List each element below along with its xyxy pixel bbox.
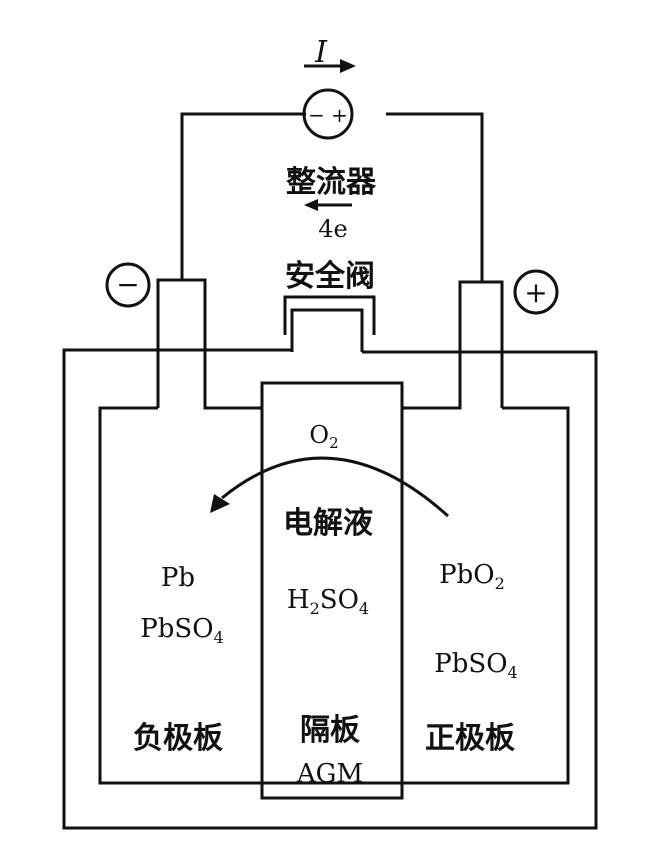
rectifier-label: 整流器: [286, 165, 377, 200]
separator-label: 隔板: [300, 713, 360, 748]
current-label: I: [314, 35, 328, 70]
oxygen-label: O2: [309, 421, 338, 452]
positive-plate-label: 正极板: [425, 721, 515, 756]
safety-valve-body: [290, 308, 364, 352]
separator-box: [260, 381, 404, 800]
electrolyte-formula: H2SO4: [287, 585, 369, 618]
separator-type: AGM: [296, 759, 363, 789]
positive-terminal-symbol-circle: [513, 269, 559, 315]
oxygen-flow-arc: [221, 456, 450, 518]
electron-flow-label: 4e: [318, 215, 347, 243]
electron-flow-arrowhead: [304, 199, 318, 211]
battery-case-outer: [62, 348, 598, 830]
positive-terminal-post: [402, 280, 504, 410]
battery-case-inner: [98, 406, 570, 785]
rectifier-symbol: [302, 88, 354, 140]
rectifier-polarity: − +: [308, 103, 348, 127]
electrolyte-label: 电解液: [283, 506, 373, 541]
negative-terminal-symbol: −: [116, 268, 139, 301]
positive-terminal-symbol: +: [524, 276, 547, 309]
negative-plate-material-2: PbSO4: [140, 614, 223, 647]
safety-valve-cap: [283, 295, 376, 335]
positive-plate-material-2: PbSO4: [434, 649, 517, 682]
negative-terminal-symbol-circle: [105, 262, 151, 308]
circuit-wire-right: [386, 112, 484, 282]
current-arrowhead: [340, 59, 356, 73]
oxygen-flow-arrowhead: [210, 494, 230, 513]
negative-plate-label: 负极板: [133, 721, 223, 756]
negative-terminal-post: [156, 278, 262, 410]
safety-valve-label: 安全阀: [285, 259, 375, 294]
negative-plate-material-1: Pb: [161, 563, 195, 593]
circuit-wire: [180, 112, 306, 280]
positive-plate-material-1: PbO2: [439, 560, 505, 593]
